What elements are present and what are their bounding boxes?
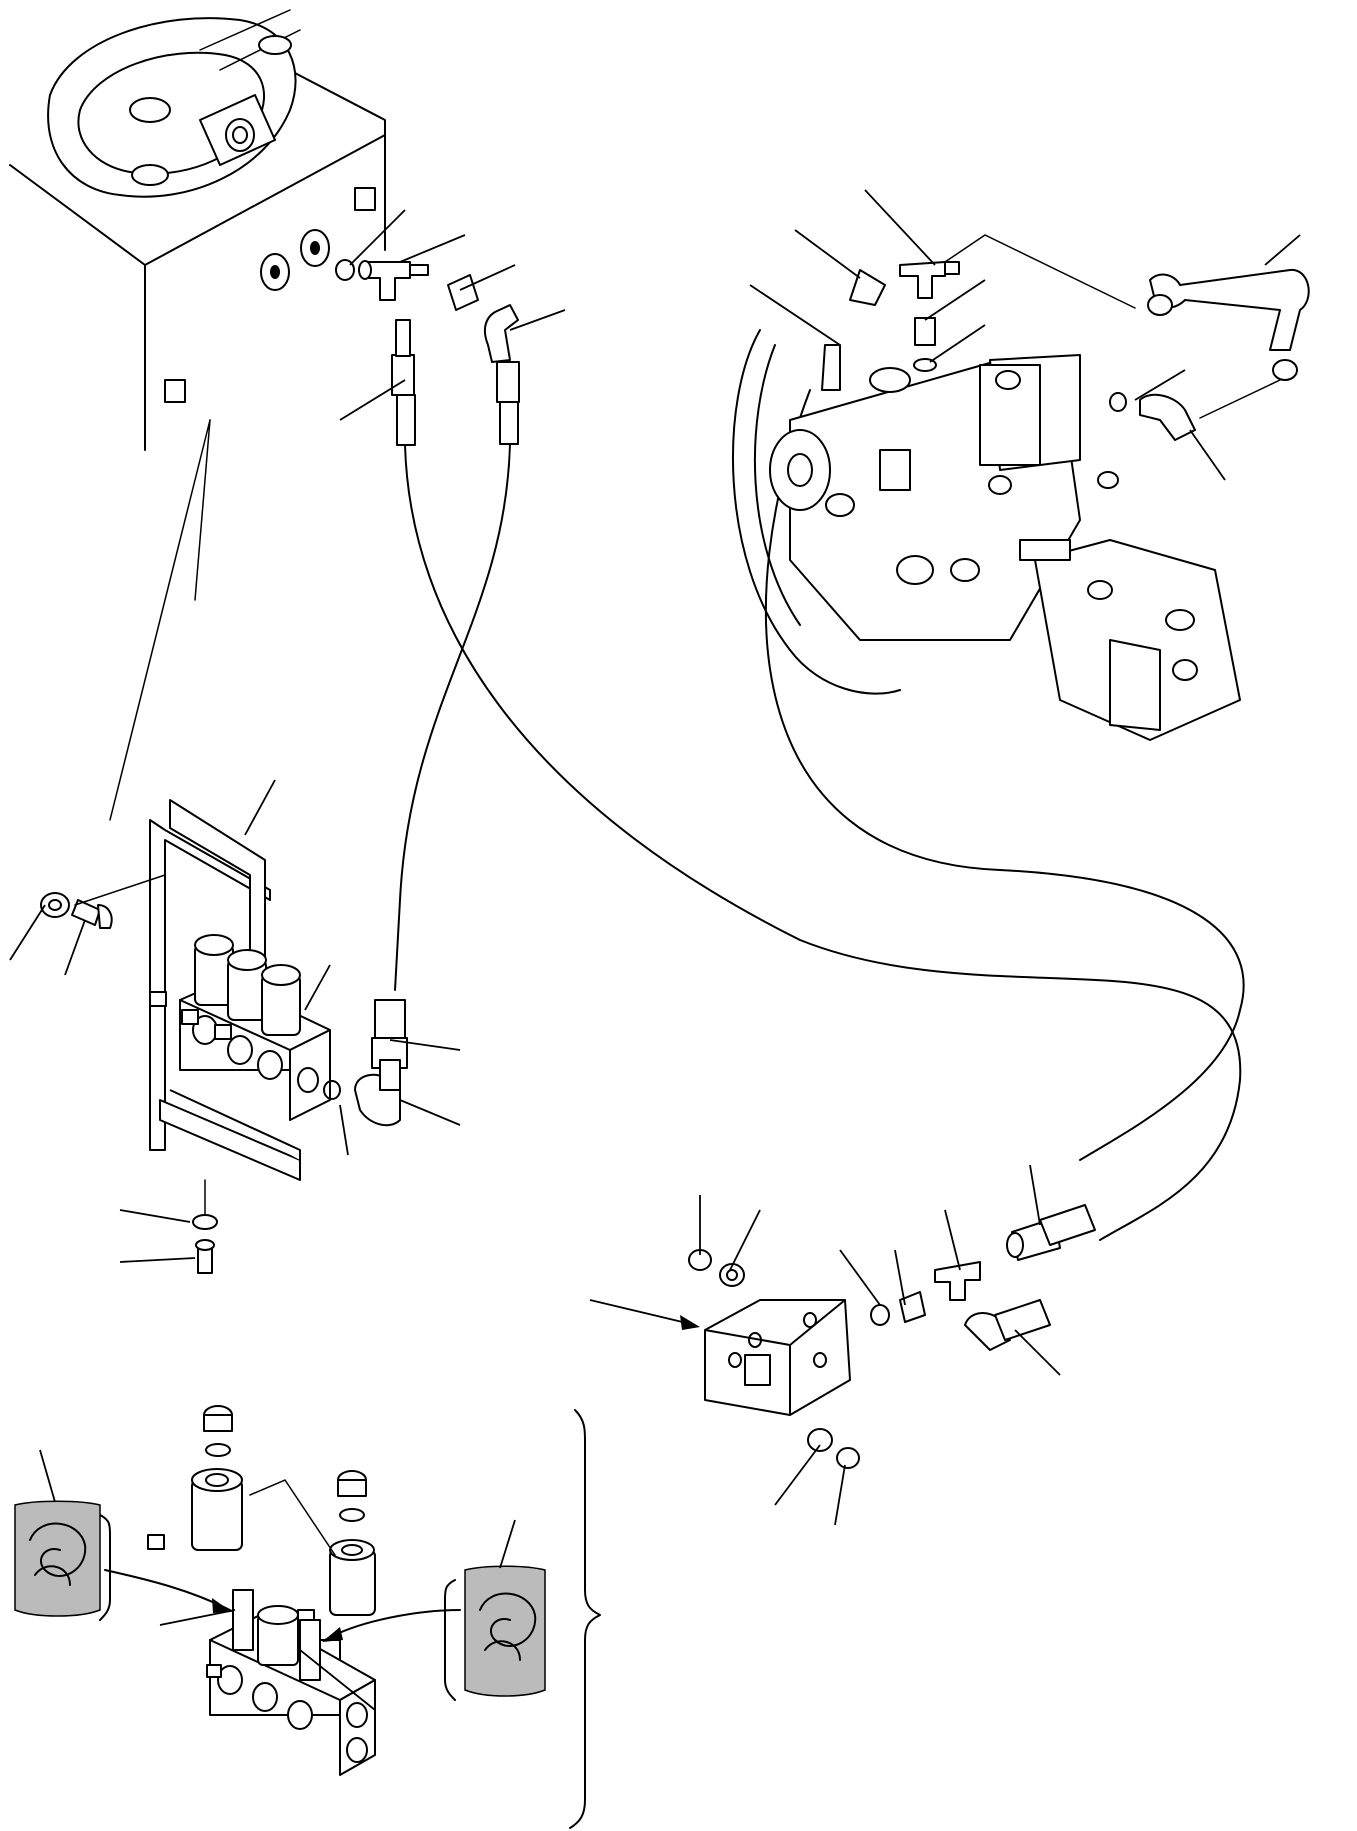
detail-view bbox=[104, 1405, 601, 1829]
valve-hose-fittings bbox=[354, 999, 408, 1127]
pump-fittings bbox=[821, 234, 1310, 441]
direction-arrow bbox=[589, 1299, 700, 1330]
mounting-hardware bbox=[40, 874, 218, 1274]
main-pump bbox=[731, 329, 1241, 741]
grease-pack-icon bbox=[14, 1500, 111, 1621]
hoses bbox=[109, 389, 1245, 1241]
hydraulic-tank bbox=[9, 9, 386, 451]
elbow-fitting bbox=[483, 304, 519, 363]
tank-fittings bbox=[335, 259, 520, 446]
nut-fitting bbox=[447, 274, 479, 311]
hose-end bbox=[496, 361, 520, 403]
grease-pack-icon bbox=[444, 1565, 546, 1701]
callout-leaders bbox=[9, 189, 1301, 1711]
o-ring bbox=[335, 259, 355, 281]
solenoid-valve-assembly bbox=[149, 799, 341, 1181]
hose-end bbox=[391, 354, 415, 396]
manifold-block bbox=[688, 1204, 1096, 1469]
